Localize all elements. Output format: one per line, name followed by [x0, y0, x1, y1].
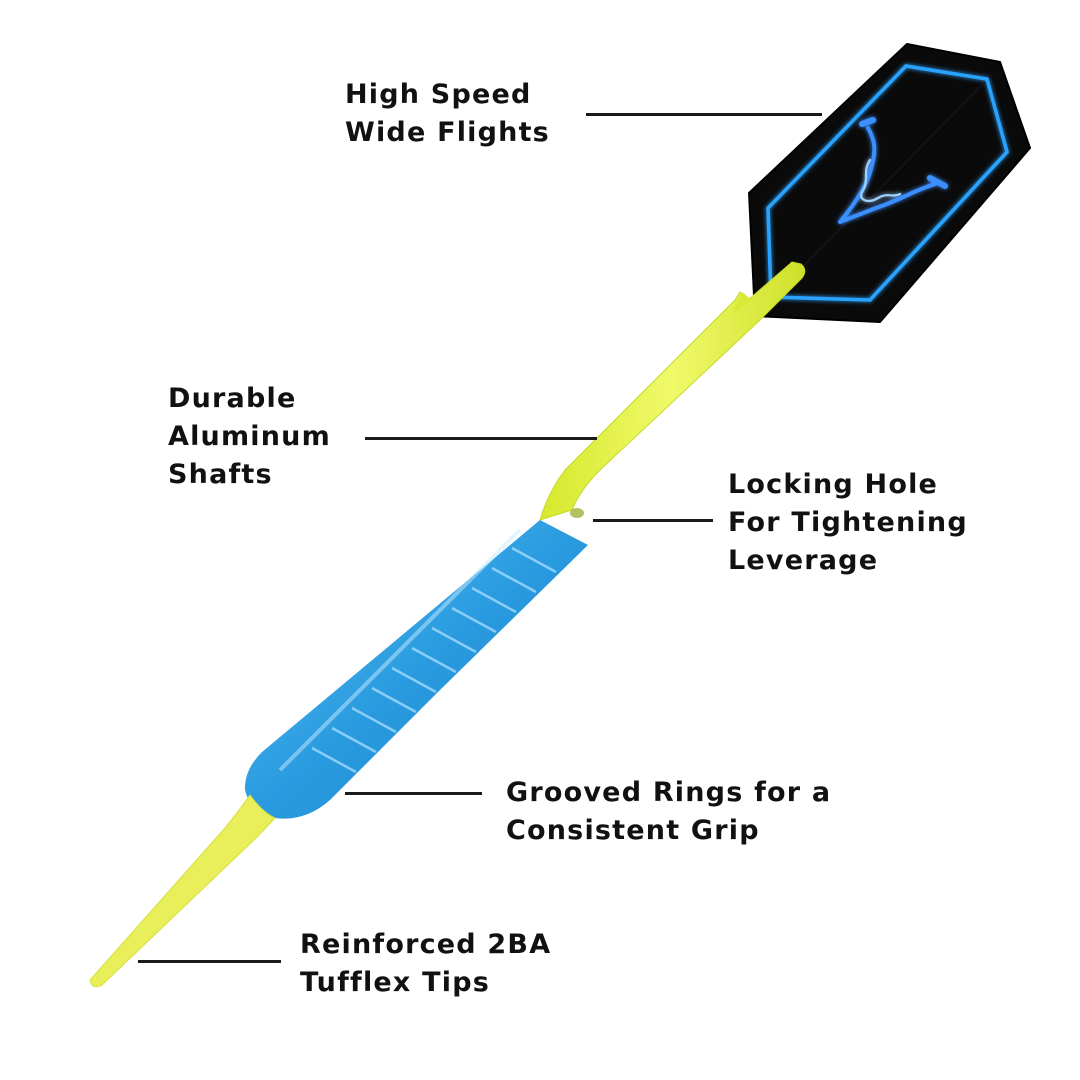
callout-line: Grooved Rings for a — [506, 777, 832, 808]
callout-line: For Tightening — [728, 507, 968, 538]
callout-grooved-rings: Grooved Rings for a Consistent Grip — [506, 774, 831, 850]
callout-line: Aluminum — [168, 421, 331, 452]
barrel — [244, 520, 588, 819]
callout-line: Tufflex Tips — [300, 967, 491, 998]
leader-line-tips — [138, 960, 281, 963]
callout-locking-hole: Locking Hole For Tightening Leverage — [728, 466, 968, 580]
flight — [748, 43, 1031, 323]
callout-shafts: Durable Aluminum Shafts — [168, 380, 331, 494]
callout-line: Shafts — [168, 459, 273, 490]
callout-flights: High Speed Wide Flights — [345, 76, 550, 152]
callout-line: Wide Flights — [345, 117, 550, 148]
tip — [89, 794, 276, 988]
shaft — [539, 261, 806, 521]
leader-line-flights — [586, 113, 822, 116]
callout-line: Reinforced 2BA — [300, 929, 552, 960]
callout-line: Leverage — [728, 545, 879, 576]
locking-hole — [570, 508, 584, 518]
leader-line-grooved-rings — [345, 792, 482, 795]
callout-tips: Reinforced 2BA Tufflex Tips — [300, 926, 551, 1002]
callout-line: Durable — [168, 383, 297, 414]
v-logo-icon — [838, 117, 948, 224]
leader-line-locking-hole — [593, 519, 713, 522]
flight-neon-outline — [766, 64, 1009, 302]
callout-line: Consistent Grip — [506, 815, 760, 846]
callout-line: High Speed — [345, 79, 532, 110]
callout-line: Locking Hole — [728, 469, 939, 500]
flight-body — [748, 43, 1031, 323]
leader-line-shafts — [365, 437, 597, 440]
